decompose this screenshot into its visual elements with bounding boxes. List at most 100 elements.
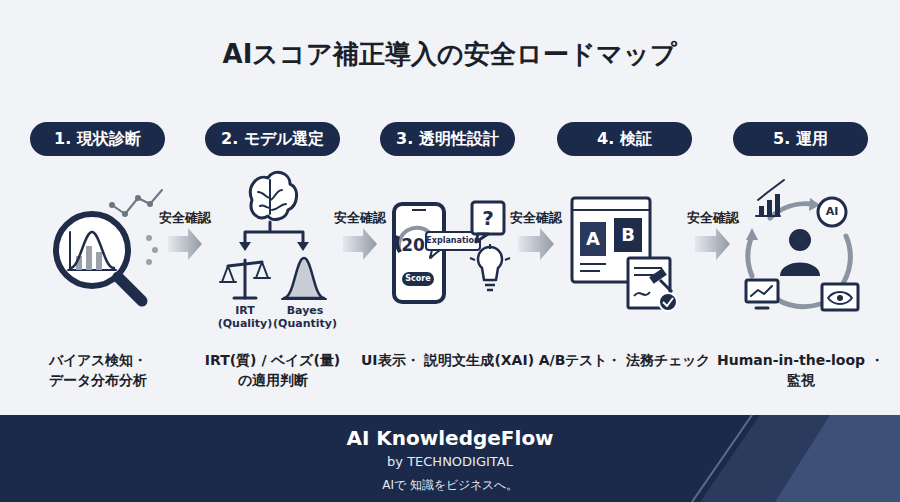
transparency-icon-part [397, 236, 400, 252]
brand-tagline: AIで 知識をビジネスへ。 [382, 478, 518, 492]
brand-name: AI KnowledgeFlow [346, 426, 553, 450]
model-select-icon-part [284, 258, 324, 298]
operation-icon-part [746, 280, 778, 302]
magnifier-icon-part [146, 259, 152, 265]
magnifier-icon-part [112, 190, 162, 214]
operation-icon-part [789, 229, 811, 251]
magnifier-icon-part [96, 252, 102, 270]
transparency-icon-part [478, 247, 502, 280]
step-column: 3. 透明性設計UI表示・ 説明文生成(XAI) [380, 122, 515, 402]
title: AIスコア補正導入の安全ロードマップ [223, 39, 678, 70]
operation-icon-part [751, 286, 772, 296]
validation-icon-part [634, 292, 650, 296]
model-select-icon-part [228, 262, 262, 266]
transparency-icon-part [426, 232, 480, 250]
icon-label: Bayes (Quantity) [273, 305, 337, 330]
question-mark: ? [482, 206, 494, 230]
step-caption: A/Bテスト・ 法務チェック [537, 350, 712, 370]
footer-band-part [700, 415, 900, 502]
magnifier-icon-part [109, 202, 115, 208]
model-select-icon-part [297, 242, 309, 251]
ai-badge: AI [826, 205, 839, 218]
step-header: 2. モデル選定 [205, 122, 340, 156]
safety-arrow [695, 228, 730, 260]
transparency-icon-part [412, 209, 426, 211]
edge-label: 安全確認 [334, 210, 386, 226]
magnifier-icon-part [86, 246, 92, 270]
transparency-icon-part [505, 258, 510, 260]
magnifier-icon-part [69, 232, 71, 270]
arrow-shape [518, 228, 554, 260]
footer-band-part [775, 415, 900, 502]
step-column: 2. モデル選定IRT(質) / ベイズ(量) の適用判断 [205, 122, 340, 402]
arrow-shape [168, 228, 202, 260]
transparency-icon-part [402, 272, 434, 286]
validation-icon-part [634, 267, 662, 269]
step-column: 4. 検証A/Bテスト・ 法務チェック [557, 122, 692, 402]
operation-icon-part [748, 236, 752, 276]
variant-b: B [621, 224, 635, 246]
transparency-icon-part [394, 204, 444, 302]
step-header: 3. 透明性設計 [380, 122, 515, 156]
model-select-icon-part [250, 172, 296, 219]
operation-icon-part [759, 206, 764, 216]
magnifier-icon [56, 190, 162, 301]
operation-icon-part [746, 228, 758, 240]
operation-icon [746, 180, 858, 310]
edge-label: 安全確認 [159, 210, 211, 226]
arrow-shape [695, 228, 730, 260]
operation-icon-part [780, 263, 820, 277]
model-select-icon [220, 172, 326, 299]
score-tag: Score [405, 274, 430, 284]
operation-icon-part [818, 198, 846, 226]
safety-arrow [343, 228, 377, 260]
validation-icon-part [614, 218, 642, 252]
model-select-icon-part [254, 277, 270, 279]
operation-icon-part [758, 180, 784, 200]
operation-icon-part [775, 194, 780, 216]
transparency-icon-part [489, 244, 491, 249]
edge-label: 安全確認 [687, 210, 739, 226]
operation-icon-part [756, 307, 768, 310]
icon-label: IRT (Quality) [214, 305, 276, 330]
validation-icon-part [572, 209, 650, 211]
score-number: 20 [401, 235, 425, 255]
validation-icon-part [580, 263, 606, 265]
transparency-icon-part [470, 258, 475, 260]
operation-icon-part [828, 292, 852, 304]
footer-band-part [0, 415, 900, 502]
footer-band-part [692, 415, 752, 502]
validation-icon-part [660, 280, 672, 292]
model-select-icon-part [239, 242, 251, 251]
step-caption: Human-in-the-loop ・監視 [713, 350, 888, 391]
validation-icon-part [580, 222, 606, 256]
model-select-icon-part [234, 297, 256, 300]
edge-label: 安全確認 [510, 210, 562, 226]
magnifier-icon-part [152, 247, 158, 253]
variant-a: A [586, 228, 600, 250]
validation-icon-part [659, 293, 677, 311]
transparency-icon-part [487, 289, 493, 292]
step-caption: IRT(質) / ベイズ(量) の適用判断 [185, 350, 360, 391]
operation-icon-part [840, 236, 850, 288]
step-column: 1. 現状診断バイアス検知・ データ分布分析 [30, 122, 165, 402]
model-select-icon-part [258, 180, 286, 214]
transparency-icon-part [430, 250, 440, 258]
step-caption: バイアス検知・ データ分布分析 [10, 350, 185, 391]
step-column: 5. 運用Human-in-the-loop ・監視 [733, 122, 868, 402]
validation-icon-part [663, 298, 673, 306]
safety-arrow [518, 228, 554, 260]
safety-arrow [168, 228, 202, 260]
magnifier-icon-part [146, 235, 152, 241]
transparency-icon-part [485, 284, 495, 287]
validation-icon-part [580, 270, 600, 272]
model-select-icon-part [244, 260, 247, 298]
magnifier-icon-part [135, 195, 141, 201]
magnifier-icon-part [122, 211, 128, 217]
operation-icon-part [837, 295, 843, 301]
step-header: 4. 検証 [557, 122, 692, 156]
validation-icon-part [649, 268, 667, 284]
step-header: 5. 運用 [733, 122, 868, 156]
step-caption: UI表示・ 説明文生成(XAI) [360, 350, 535, 370]
transparency-icon-part [472, 202, 504, 234]
